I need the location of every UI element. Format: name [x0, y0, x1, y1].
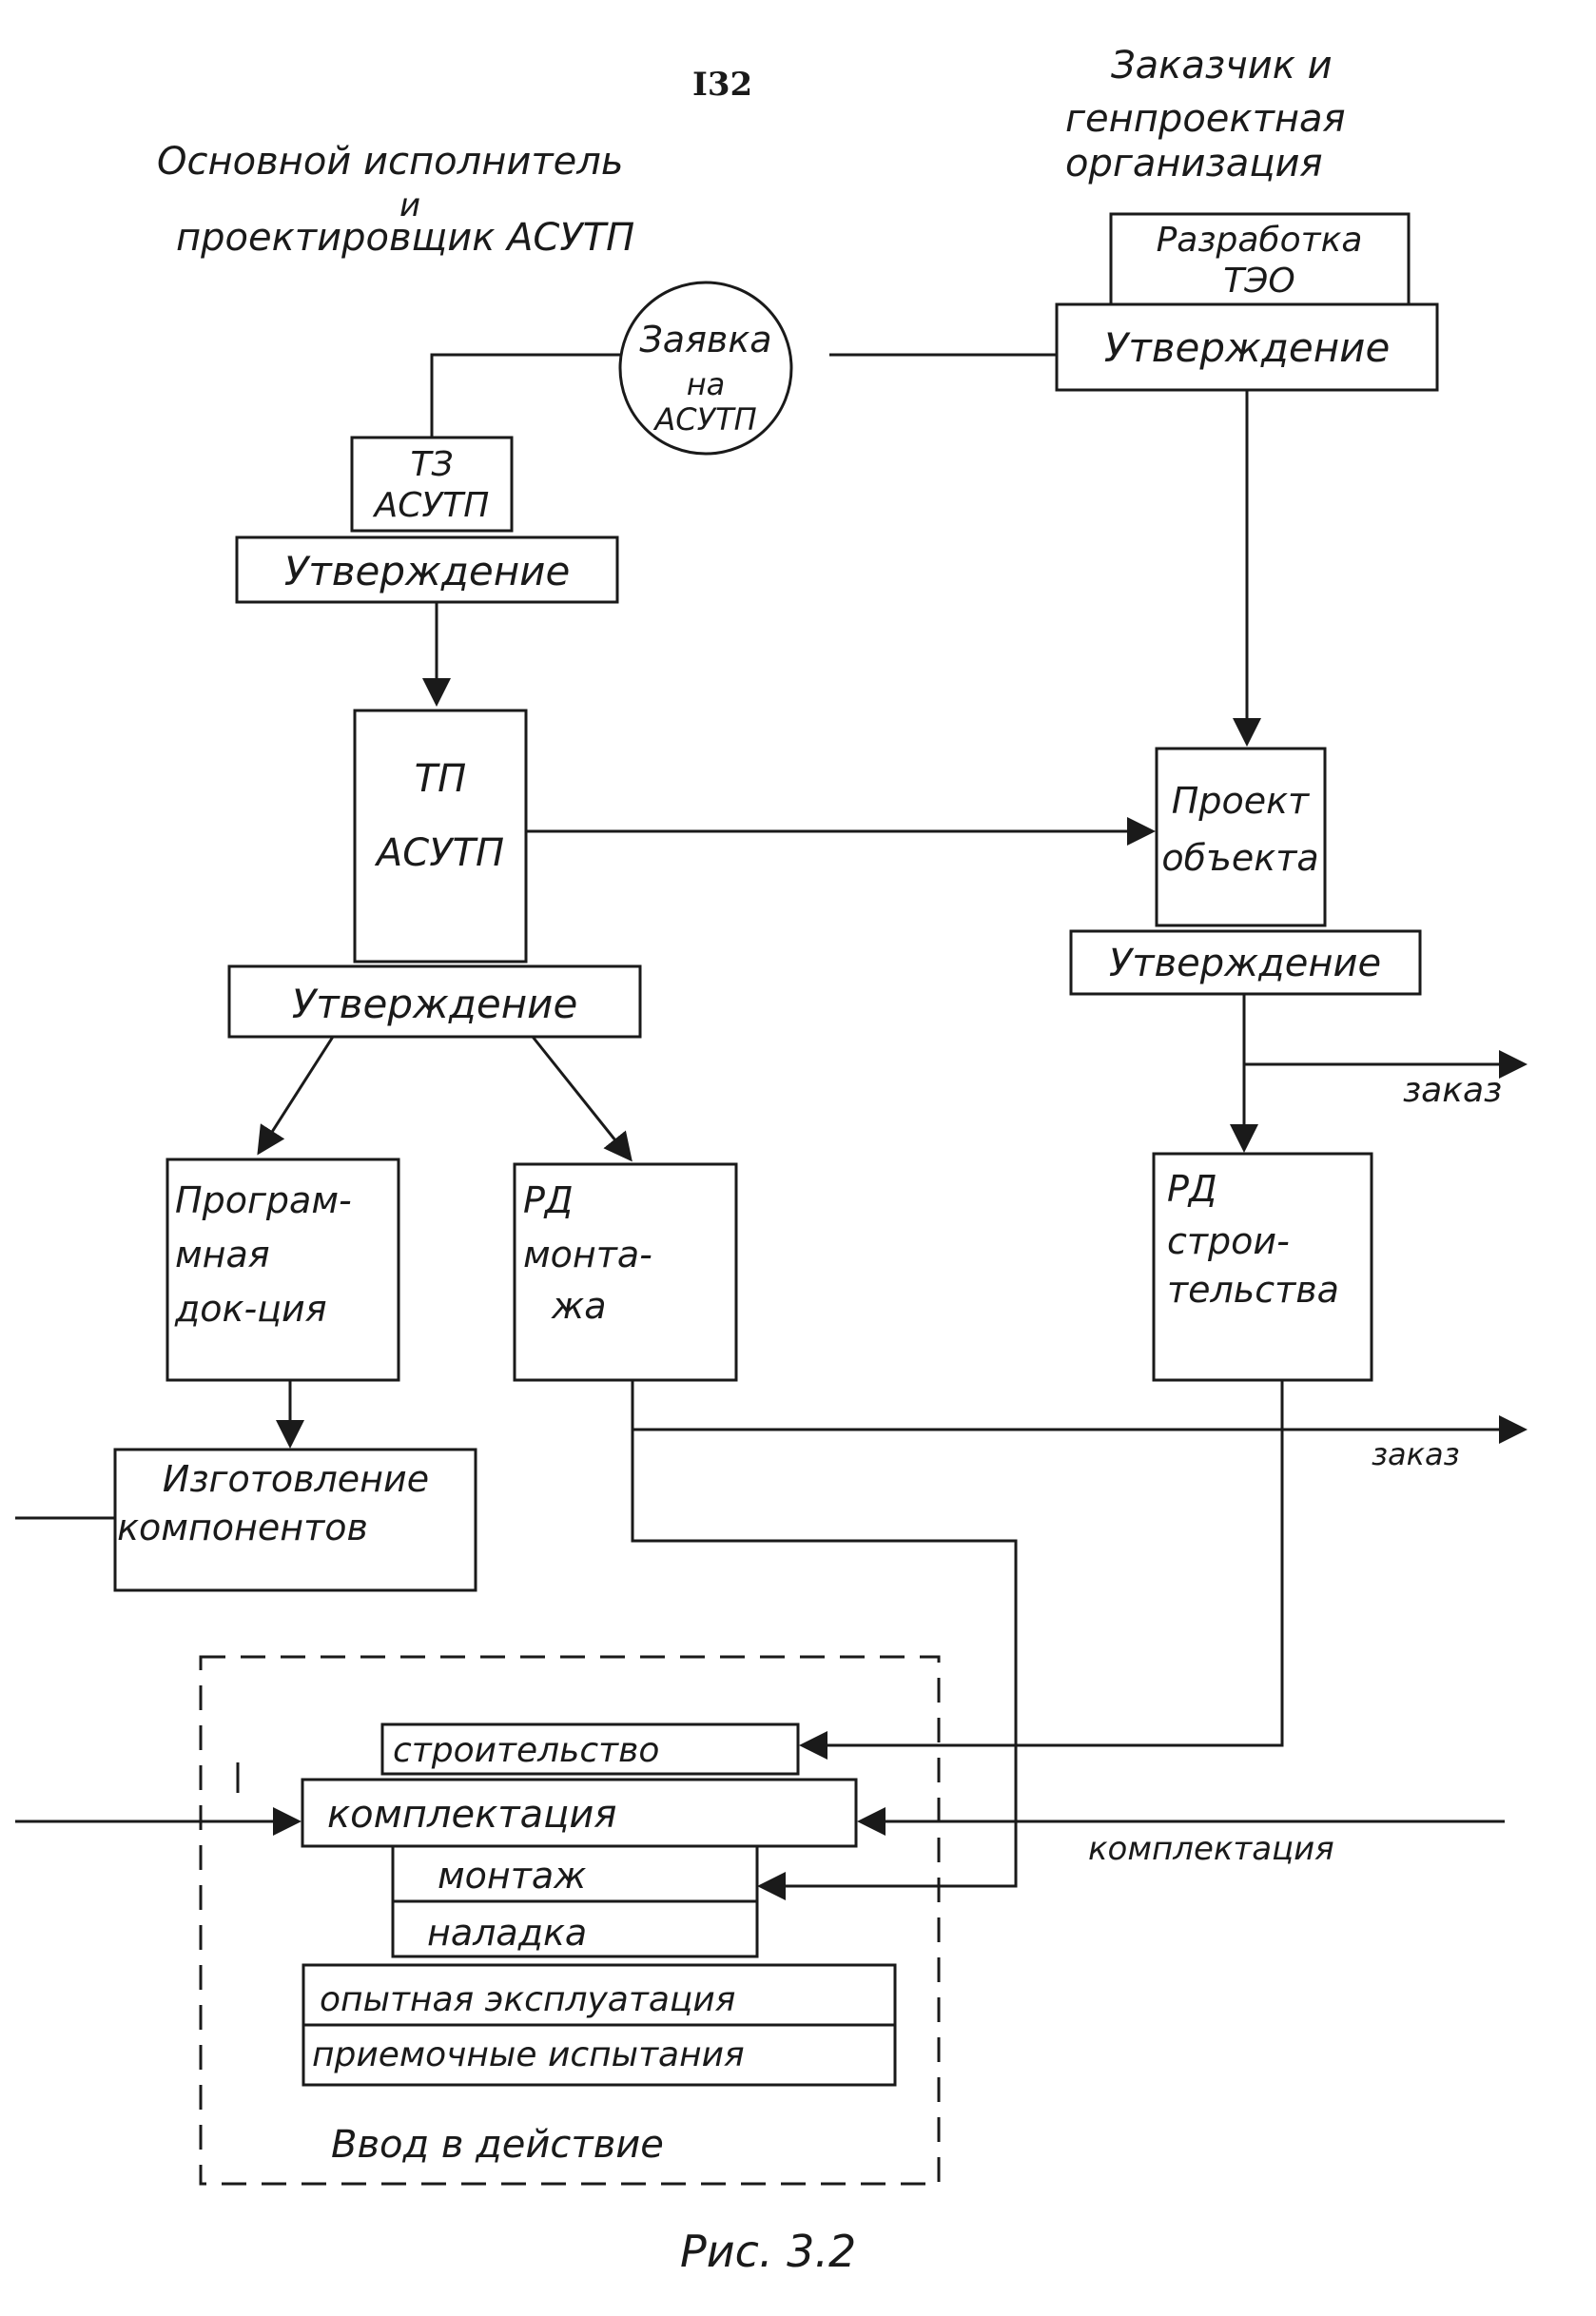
executor-header-line-2: и [399, 186, 420, 224]
rd-installation-order-arrow [631, 1380, 1528, 1444]
request-to-executor-line [430, 353, 620, 438]
executor-header-line-3: проектировщик АСУТП [176, 216, 634, 260]
figure-caption: Рис. 3.2 [680, 2226, 856, 2277]
tz-box [350, 436, 514, 533]
customer-header-line-3: организация [1065, 142, 1323, 185]
request-circle [618, 281, 793, 456]
stage-construction-label: строительство [393, 1731, 659, 1770]
stage-tuning-label: наладка [427, 1912, 587, 1954]
object-project-label-1: Проект [1172, 780, 1311, 822]
rd-installation-to-montage-arrow [631, 1430, 1018, 1900]
manufacturing-box [113, 1448, 477, 1592]
manufacturing-label-2: компонентов [117, 1507, 368, 1548]
teo-approval-label: Утверждение [1104, 324, 1391, 371]
teo-development-label: Разработка [1157, 221, 1363, 260]
project-approval-label: Утверждение [1109, 942, 1381, 985]
order-label-2: заказ [1372, 1436, 1460, 1472]
tp-approval-box [227, 964, 642, 1039]
page-number: I32 [692, 66, 752, 104]
tp-approval-label: Утверждение [292, 981, 578, 1027]
tp-label-2: АСУТП [374, 831, 504, 875]
customer-header-line-2: генпроектная [1065, 97, 1346, 141]
tz-label-1: ТЗ [410, 445, 453, 484]
rd-construction-label-1: РД [1167, 1168, 1217, 1210]
stage-acceptance-tests-label: приемочные испытания [312, 2035, 745, 2074]
rd-construction-label-3: тельства [1167, 1269, 1339, 1311]
rd-installation-label-2: монта- [523, 1234, 652, 1275]
rd-construction-to-building-arrow [799, 1380, 1284, 1760]
tp-to-program-docs-arrow [257, 1036, 335, 1156]
manufacturing-label-1: Изготовление [163, 1458, 429, 1500]
program-docs-label-1: Програм- [175, 1179, 352, 1221]
tp-label-1: ТП [415, 757, 467, 801]
stage-montage-label: монтаж [438, 1855, 586, 1897]
stage-construction-box [380, 1722, 800, 1776]
request-label-2: на [687, 366, 726, 402]
tz-approval-label: Утверждение [284, 548, 571, 594]
object-project-label-2: объекта [1161, 837, 1318, 879]
stage-supply-label: комплектация [327, 1793, 616, 1837]
rd-construction-label-2: строи- [1167, 1220, 1290, 1262]
rd-installation-label-3: жа [551, 1285, 607, 1327]
tp-box [353, 709, 528, 963]
tz-approval-box [235, 535, 619, 604]
program-docs-label-2: мная [175, 1234, 270, 1275]
rd-installation-label-1: РД [523, 1179, 574, 1221]
order-label-1: заказ [1403, 1071, 1502, 1110]
object-project-box [1155, 747, 1327, 927]
program-docs-box [165, 1158, 400, 1382]
request-label-1: Заявка [639, 319, 771, 360]
teo-development-label-2: ТЭО [1223, 262, 1294, 301]
rd-installation-box [513, 1162, 738, 1382]
request-label-3: АСУТП [652, 401, 756, 438]
program-docs-label-3: док-ция [174, 1288, 327, 1330]
stage-tuning-box [391, 1899, 759, 1958]
tp-to-rd-installation-arrow [531, 1036, 633, 1162]
customer-header-line-1: Заказчик и [1111, 44, 1333, 88]
commissioning-title: Ввод в действие [331, 2123, 664, 2167]
supply-label: комплектация [1088, 1830, 1334, 1868]
tz-label-2: АСУТП [373, 486, 490, 525]
rd-construction-box [1152, 1152, 1373, 1382]
stage-trial-operation-label: опытная эксплуатация [320, 1980, 735, 2019]
executor-header-line-1: Основной исполнитель [157, 140, 623, 184]
commissioning-frame [199, 1655, 941, 2186]
